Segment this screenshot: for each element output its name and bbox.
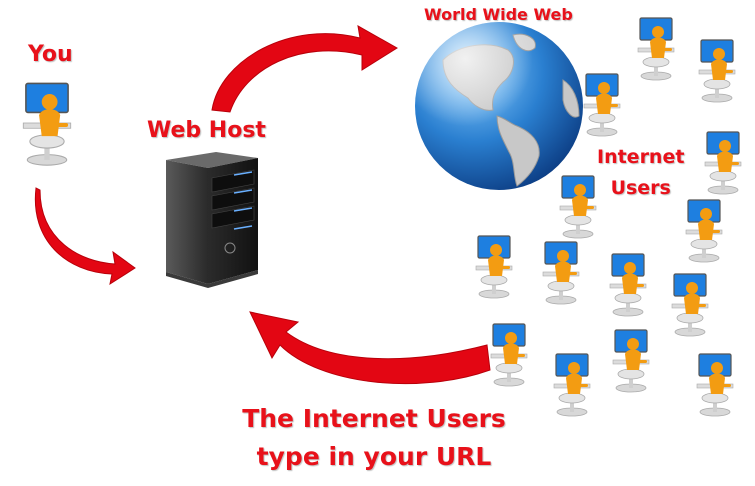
label-internet-users-line2: Users (610, 177, 671, 199)
you-person-at-computer-icon (22, 82, 72, 166)
caption-line1: The Internet Users (242, 404, 506, 433)
user-icon (612, 329, 650, 393)
user-icon (475, 235, 513, 299)
user-icon (637, 17, 675, 81)
caption-line2: type in your URL (256, 442, 492, 471)
user-icon (559, 175, 597, 239)
label-web-host: Web Host (147, 118, 266, 143)
user-icon (490, 323, 528, 387)
user-icon (698, 39, 736, 103)
user-icon (609, 253, 647, 317)
label-internet-users: Internet Users (597, 142, 684, 204)
label-you: You (28, 42, 73, 67)
label-world-wide-web: World Wide Web (424, 5, 573, 24)
user-icon (583, 73, 621, 137)
arrow-users-to-host-icon (249, 311, 491, 385)
server-tower-icon (166, 152, 258, 288)
user-icon (696, 353, 734, 417)
arrow-host-to-web-icon (211, 25, 398, 113)
user-icon (685, 199, 723, 263)
user-icon (542, 241, 580, 305)
user-icon (704, 131, 742, 195)
arrow-you-to-host-icon (34, 187, 136, 286)
label-internet-users-line1: Internet (597, 146, 685, 168)
user-icon (553, 353, 591, 417)
caption: The Internet Users type in your URL (224, 400, 524, 476)
globe-icon (415, 22, 583, 190)
user-icon (671, 273, 709, 337)
